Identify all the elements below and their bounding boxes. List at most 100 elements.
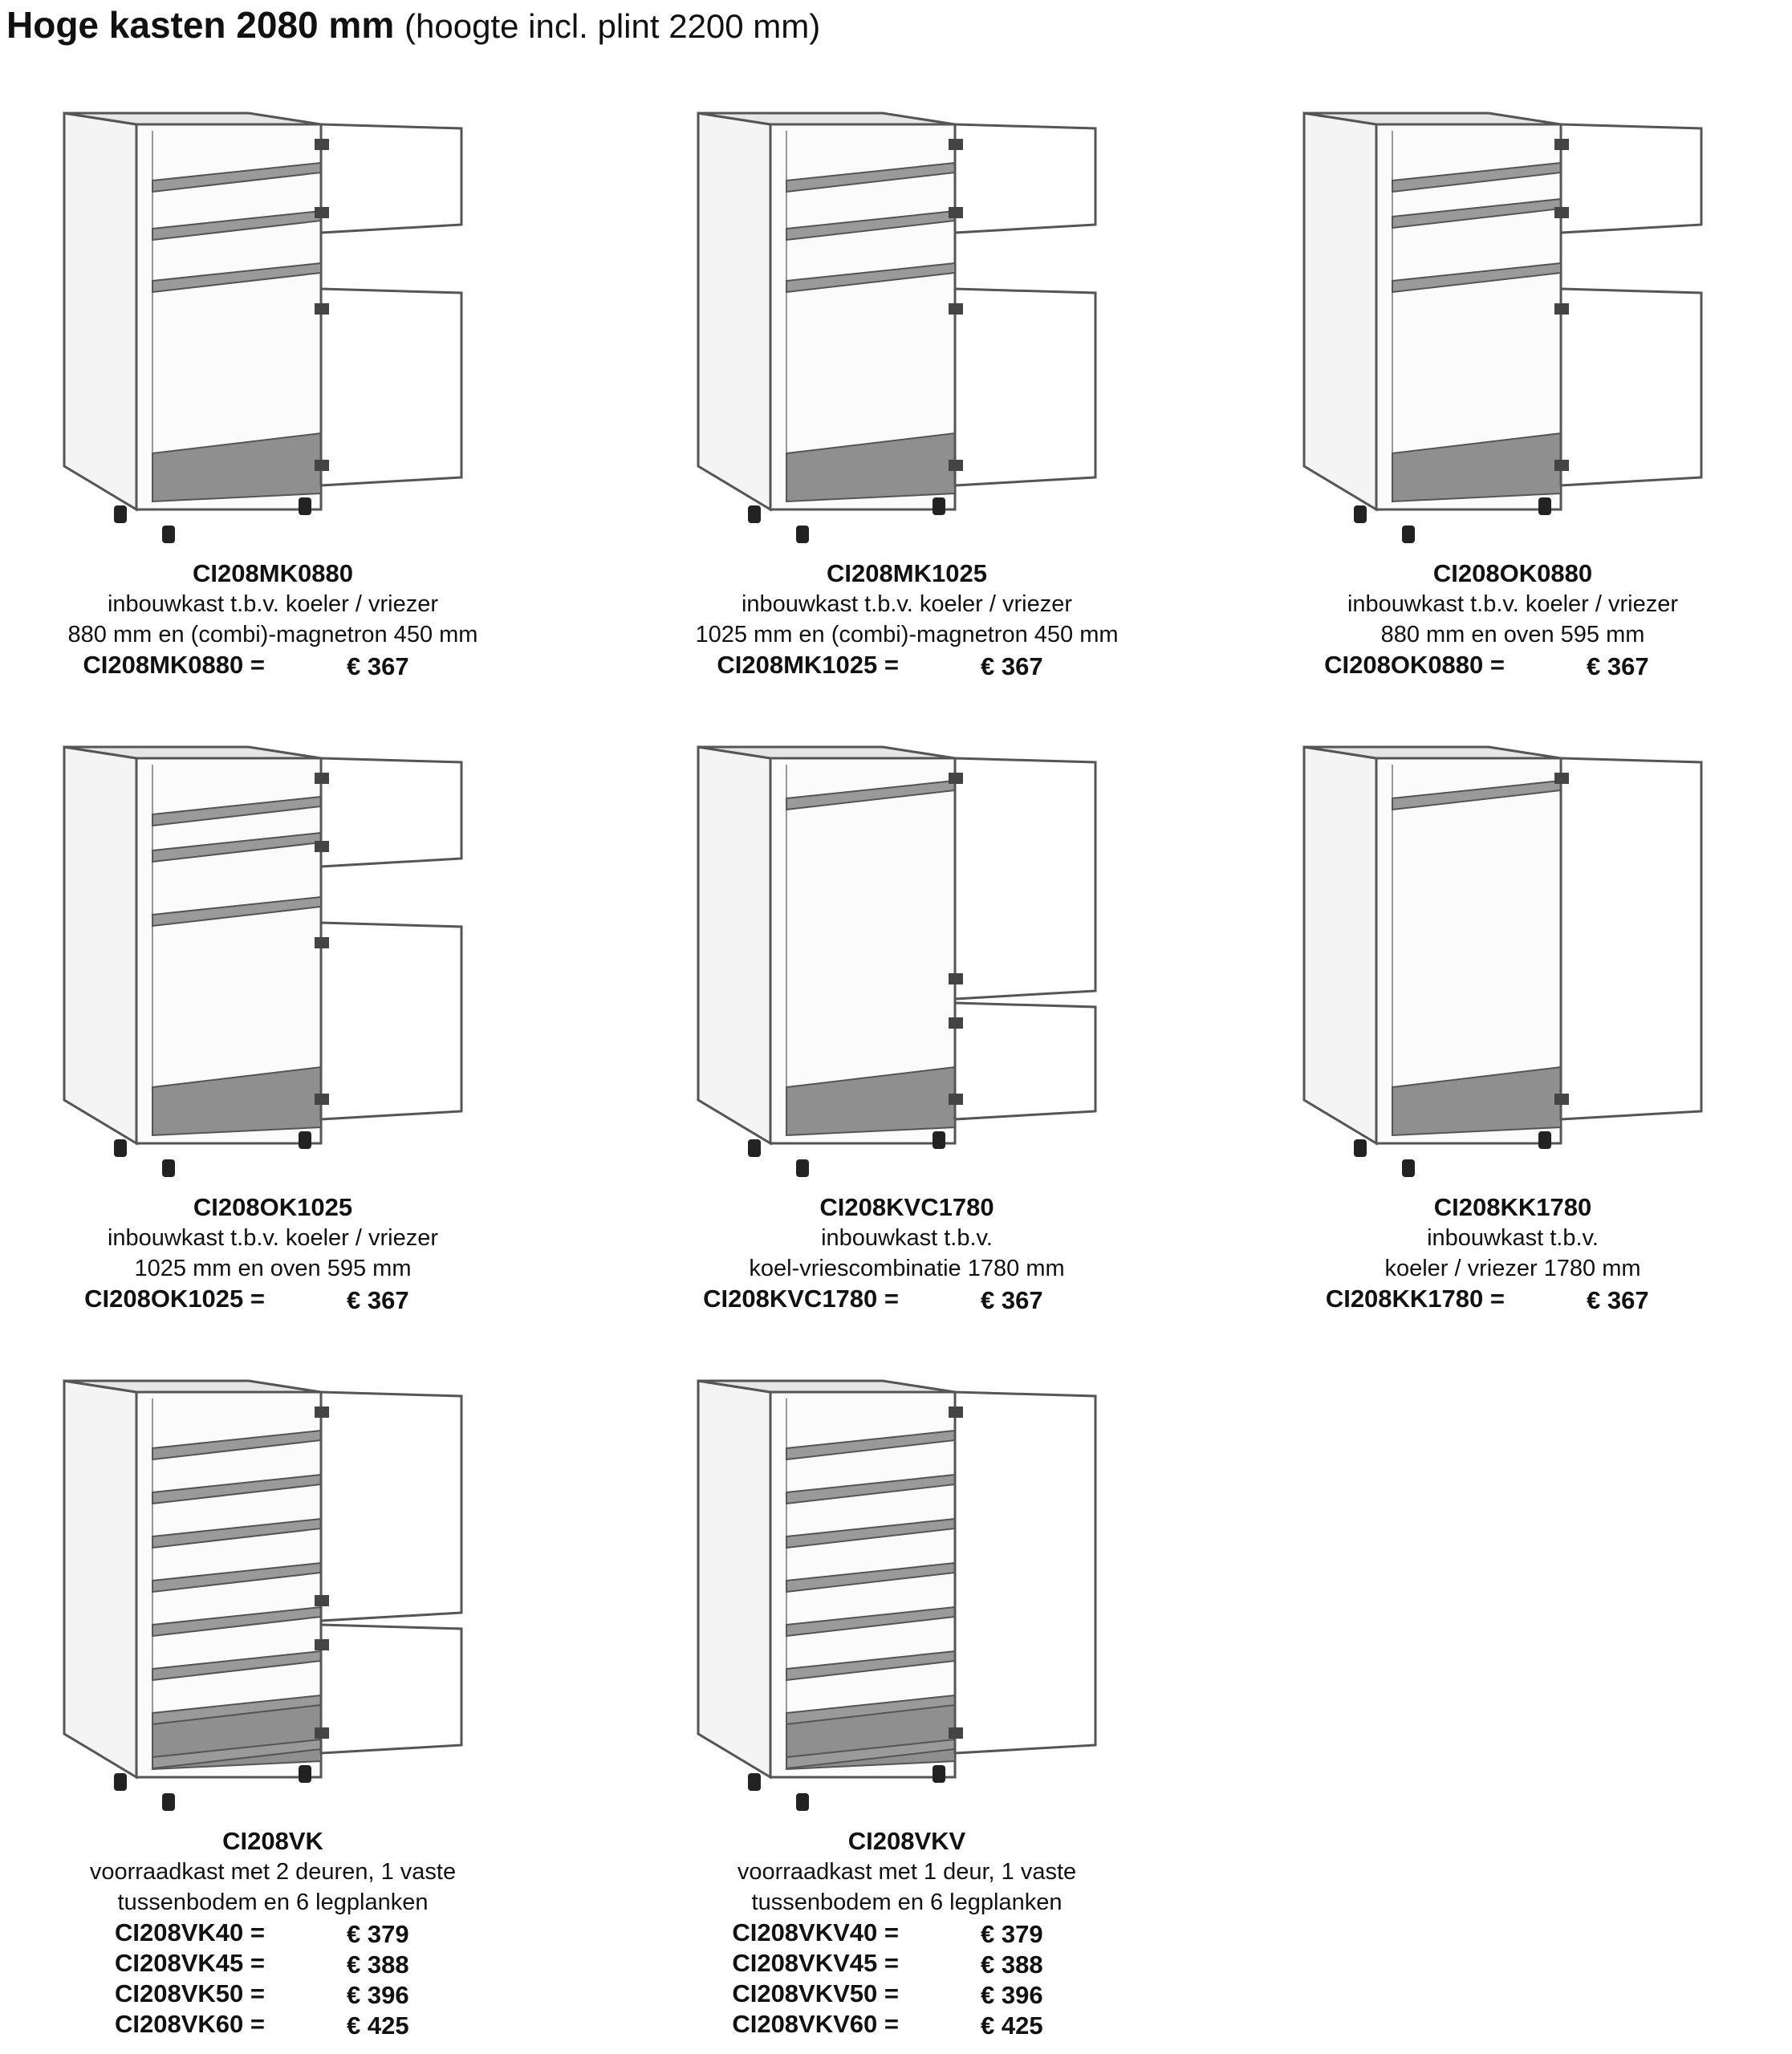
- cabinet-door-open: [953, 1001, 1097, 1121]
- price-value: € 388: [981, 1950, 1043, 1979]
- cabinet-leg: [1354, 505, 1367, 523]
- product-caption: CI208MK1025 inbouwkast t.b.v. koeler / v…: [634, 558, 1180, 680]
- price-row: CI208OK1025 = € 367: [0, 1284, 546, 1314]
- cabinet-leg: [162, 1793, 175, 1811]
- price-label: CI208VK50 =: [115, 1979, 265, 2007]
- hinge-icon: [315, 1639, 329, 1650]
- hinge-icon: [1554, 773, 1569, 784]
- cabinet-door-open: [1559, 123, 1703, 234]
- price-value: € 396: [347, 1981, 409, 2009]
- price-value: € 379: [981, 1920, 1043, 1948]
- cabinet-side-panel: [63, 745, 138, 1146]
- product-description-line: 880 mm en (combi)-magnetron 450 mm: [67, 622, 478, 647]
- product-card: CI208OK0880 inbouwkast t.b.v. koeler / v…: [1240, 104, 1786, 680]
- cabinet-side-panel: [697, 112, 772, 512]
- cabinet-door-open: [319, 757, 463, 868]
- cabinet-bottom-shelf: [152, 1066, 322, 1137]
- price-label: CI208VK40 =: [115, 1918, 265, 1946]
- price-value: € 379: [347, 1920, 409, 1948]
- cabinet-door-open: [319, 123, 463, 234]
- price-row: CI208VKV50 = € 396: [634, 1979, 1180, 2009]
- cabinet-door-open: [953, 287, 1097, 487]
- price-label: CI208KK1780 =: [1325, 1285, 1505, 1313]
- cabinet-leg: [1538, 497, 1551, 515]
- product-caption: CI208KVC1780 inbouwkast t.b.v. koel-vrie…: [634, 1192, 1180, 1314]
- price-value: € 367: [1587, 652, 1649, 680]
- hinge-icon: [1554, 460, 1569, 471]
- product-code: CI208OK1025: [193, 1193, 353, 1221]
- cabinet-leg: [1402, 1159, 1415, 1177]
- product-description-line: inbouwkast t.b.v.: [1427, 1225, 1599, 1251]
- product-code: CI208KVC1780: [819, 1193, 994, 1221]
- cabinet-drawing: [63, 745, 463, 1177]
- price-row: CI208VKV45 = € 388: [634, 1948, 1180, 1979]
- price-row: CI208MK0880 = € 367: [0, 650, 546, 680]
- cabinet-bottom-shelf: [1392, 432, 1562, 503]
- cabinet-shelf: [786, 262, 956, 294]
- cabinet-leg: [114, 1139, 127, 1157]
- cabinet-bottom-shelf: [152, 432, 322, 503]
- cabinet-door-open: [319, 1623, 463, 1755]
- cabinet-leg: [114, 1773, 127, 1791]
- cabinet-drawing: [63, 112, 463, 543]
- hinge-icon: [1554, 303, 1569, 315]
- price-label: CI208VKV45 =: [732, 1949, 899, 1977]
- product-code: CI208MK0880: [193, 559, 353, 587]
- product-code: CI208OK0880: [1432, 559, 1593, 587]
- product-code: CI208VKV: [847, 1827, 966, 1855]
- cabinet-drawing: [1302, 745, 1703, 1177]
- hinge-icon: [315, 460, 329, 471]
- hinge-icon: [315, 773, 329, 784]
- cabinet-drawing: [697, 745, 1097, 1177]
- product-description-line: koeler / vriezer 1780 mm: [1384, 1256, 1641, 1281]
- price-value: € 425: [981, 2011, 1043, 2040]
- price-row: CI208VK40 = € 379: [0, 1918, 546, 1948]
- hinge-icon: [949, 1407, 963, 1418]
- cabinet-leg: [1538, 1131, 1551, 1149]
- price-value: € 367: [347, 652, 409, 680]
- product-card: CI208VK voorraadkast met 2 deuren, 1 vas…: [0, 1372, 546, 2040]
- hinge-icon: [949, 1727, 963, 1739]
- cabinet-leg: [748, 1139, 761, 1157]
- cabinet-leg: [162, 1159, 175, 1177]
- product-description-line: inbouwkast t.b.v. koeler / vriezer: [107, 591, 439, 617]
- hinge-icon: [949, 139, 963, 150]
- cabinet-drawing: [697, 1379, 1097, 1811]
- cabinet-shelf: [152, 262, 322, 294]
- price-row: CI208VK45 = € 388: [0, 1948, 546, 1979]
- hinge-icon: [315, 1407, 329, 1418]
- price-label: CI208OK1025 =: [84, 1285, 265, 1313]
- product-description-line: 1025 mm en (combi)-magnetron 450 mm: [695, 622, 1119, 647]
- price-value: € 367: [981, 1286, 1043, 1314]
- product-description-line: inbouwkast t.b.v.: [821, 1225, 993, 1251]
- product-description-line: voorraadkast met 2 deuren, 1 vaste: [89, 1859, 457, 1885]
- product-description-line: tussenbodem en 6 legplanken: [751, 1890, 1063, 1915]
- cabinet-leg: [114, 505, 127, 523]
- product-code: CI208VK: [222, 1827, 323, 1855]
- cabinet-leg: [299, 1765, 311, 1783]
- cabinet-bottom-shelf: [1392, 1066, 1562, 1137]
- price-label: CI208MK0880 =: [83, 651, 265, 679]
- cabinet-drawing: [697, 112, 1097, 543]
- price-label: CI208KVC1780 =: [703, 1285, 899, 1313]
- product-description-line: 1025 mm en oven 595 mm: [134, 1256, 412, 1281]
- cabinet-drawing: [63, 1379, 463, 1811]
- product-card: CI208KK1780 inbouwkast t.b.v. koeler / v…: [1240, 738, 1786, 1314]
- page-title-sub: (hoogte incl. plint 2200 mm): [404, 7, 821, 45]
- cabinet-door-open: [1559, 757, 1703, 1121]
- cabinet-door-open: [319, 921, 463, 1121]
- price-label: CI208MK1025 =: [717, 651, 899, 679]
- cabinet-shelf: [152, 895, 322, 928]
- cabinet-door-open: [319, 287, 463, 487]
- product-card: CI208OK1025 inbouwkast t.b.v. koeler / v…: [0, 738, 546, 1314]
- cabinet-door-open: [1559, 287, 1703, 487]
- hinge-icon: [315, 139, 329, 150]
- page-title-main: Hoge kasten 2080 mm: [6, 4, 395, 46]
- product-card: CI208KVC1780 inbouwkast t.b.v. koel-vrie…: [634, 738, 1180, 1314]
- price-value: € 388: [347, 1950, 409, 1979]
- product-card: CI208MK0880 inbouwkast t.b.v. koeler / v…: [0, 104, 546, 680]
- price-value: € 425: [347, 2011, 409, 2040]
- hinge-icon: [315, 207, 329, 218]
- cabinet-side-panel: [63, 1379, 138, 1780]
- product-description-line: inbouwkast t.b.v. koeler / vriezer: [1347, 591, 1679, 617]
